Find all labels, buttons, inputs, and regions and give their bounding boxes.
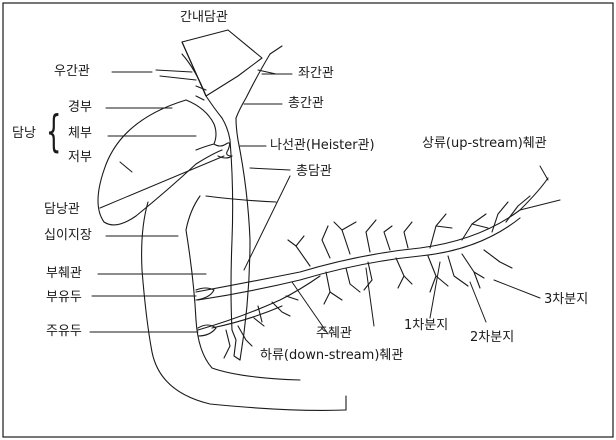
right-hepatic-duct-label: 우간관 (54, 64, 90, 80)
accessory-duct-label: 부췌관 (46, 266, 82, 282)
common-bile-duct-label: 총담관 (296, 164, 332, 180)
cystic-duct-label: 담낭관 (44, 202, 80, 218)
left-hepatic-duct-label: 좌간관 (298, 66, 334, 82)
papillae (196, 288, 216, 336)
primary-branch-label: 1차분지 (404, 318, 448, 334)
hepatic-ducts (156, 46, 282, 140)
cystic-duct (214, 143, 232, 158)
hepatic-duct-label: 간내담관 (180, 10, 228, 26)
intrahepatic-duct-outline (182, 30, 262, 96)
secondary-branch-label: 2차분지 (470, 330, 514, 346)
downstream-duct-label: 하류(down-stream)췌관 (260, 348, 403, 364)
gallbladder-body-label: 체부 (68, 126, 92, 142)
tertiary-branch-label: 3차분지 (544, 292, 588, 308)
gallbladder-neck-label: 경부 (68, 100, 92, 116)
heister-valve-label: 나선관(Heister관) (270, 138, 375, 154)
upstream-duct-label: 상류(up-stream)췌관 (422, 136, 547, 152)
major-papilla-label: 주유두 (46, 324, 82, 340)
main-pancreatic-duct-label: 주췌관 (316, 326, 352, 342)
gallbladder-brace: { (46, 110, 61, 154)
gallbladder-fundus-label: 저부 (68, 150, 92, 166)
common-hepatic-duct-label: 총간관 (288, 96, 324, 112)
duodenum-label: 십이지장 (44, 228, 92, 244)
minor-papilla-label: 부유두 (46, 290, 82, 306)
gallbladder-outline (98, 100, 222, 225)
common-bile-duct (230, 140, 250, 360)
gallbladder-label: 담낭 (12, 126, 36, 142)
duodenum-outline (142, 196, 346, 410)
